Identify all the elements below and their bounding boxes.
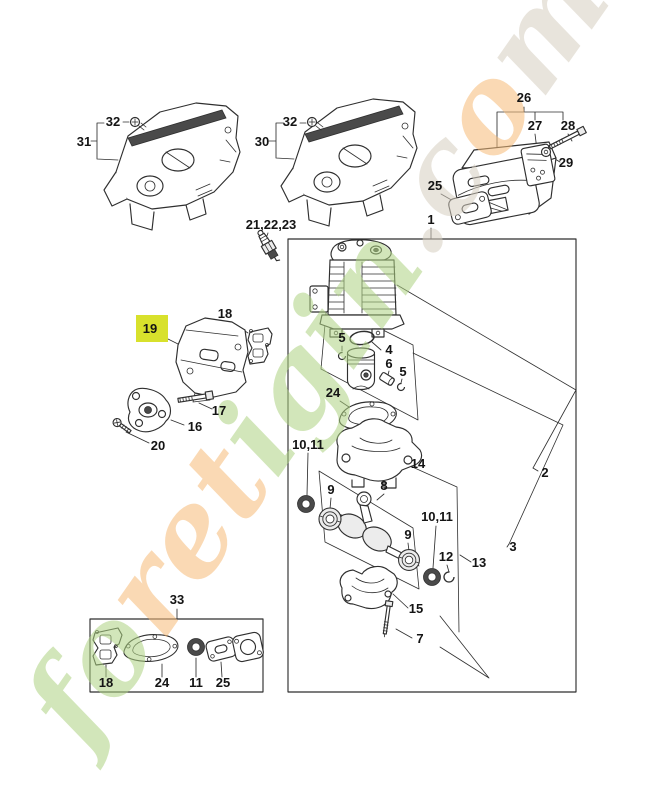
part-label-18-manifold: 18 (218, 306, 232, 321)
part-label-25-set: 25 (216, 675, 230, 690)
part-label-2: 2 (541, 465, 548, 480)
manifold-gasket-18 (247, 327, 273, 365)
part-labels: 31 32 30 32 26 27 28 29 25 21,22,23 1 19… (77, 90, 575, 690)
part-label-31: 31 (77, 134, 91, 149)
heat-shield-19 (175, 317, 249, 403)
part-label-15: 15 (409, 601, 423, 616)
part-label-19: 19 (143, 321, 157, 336)
screw-32-right (306, 116, 324, 131)
piston-ring-4 (349, 330, 375, 346)
part-label-1: 1 (427, 212, 434, 227)
screw-7 (382, 600, 394, 638)
part-label-6: 6 (385, 356, 392, 371)
watermark: foretigin.com (0, 0, 638, 774)
screw-20 (112, 417, 132, 434)
cylinder-1 (309, 239, 405, 338)
gasket-set-box (89, 618, 264, 693)
part-label-13: 13 (472, 555, 486, 570)
part-label-32-left: 32 (106, 114, 120, 129)
part-label-25-muffler: 25 (428, 178, 442, 193)
part-label-21-22-23: 21,22,23 (246, 217, 297, 232)
manifold-flange-16 (127, 387, 172, 433)
part-label-28: 28 (561, 118, 575, 133)
part-label-24-panel: 24 (326, 385, 341, 400)
piston (346, 347, 376, 391)
bolt-17 (177, 390, 214, 403)
bearing-cap-15 (339, 565, 398, 610)
part-label-10-11-right: 10,11 (421, 509, 453, 524)
oil-seal-10-11-right (423, 568, 441, 586)
bearing-9-left (318, 507, 342, 531)
part-label-4: 4 (385, 342, 393, 357)
part-label-33: 33 (170, 592, 184, 607)
circlip-12 (443, 571, 455, 583)
part-label-30: 30 (255, 134, 269, 149)
part-label-17: 17 (212, 403, 226, 418)
part-label-9-left: 9 (327, 482, 334, 497)
pin-clips-5 (337, 351, 406, 392)
part-label-10-11-left: 10,11 (292, 437, 324, 452)
part-label-20: 20 (151, 438, 165, 453)
part-label-5-top: 5 (338, 330, 345, 345)
part-label-11-set: 11 (189, 675, 203, 690)
crankcase-14 (336, 418, 423, 489)
bearing-9-right (398, 549, 420, 571)
plane-2-lines (396, 284, 577, 469)
gasket-set-items (92, 627, 264, 666)
muffler-gasket-25 (448, 191, 492, 225)
part-label-26: 26 (517, 90, 531, 105)
part-label-3: 3 (509, 539, 516, 554)
bolt-28 (548, 125, 587, 150)
part-label-14: 14 (411, 456, 426, 471)
part-label-9-right: 9 (404, 527, 411, 542)
watermark-text: foretigin.com (0, 0, 638, 774)
part-label-32-right: 32 (283, 114, 297, 129)
washer-29 (540, 146, 552, 158)
screw-32-left (129, 116, 147, 131)
oil-seal-10-11-left (297, 495, 315, 513)
part-label-16: 16 (188, 419, 202, 434)
spark-plug (257, 229, 281, 262)
plane-3-lines (412, 352, 564, 545)
part-label-24-set: 24 (155, 675, 170, 690)
part-label-18-set: 18 (99, 675, 113, 690)
part-label-29: 29 (559, 155, 573, 170)
part-label-8: 8 (380, 478, 387, 493)
part-label-7: 7 (416, 631, 423, 646)
part-label-12: 12 (439, 549, 453, 564)
wrist-pin-6 (379, 372, 395, 386)
part-label-5-bottom: 5 (399, 364, 406, 379)
main-assembly-box (287, 238, 577, 693)
highlight-box-19 (136, 315, 168, 342)
part-label-27: 27 (528, 118, 542, 133)
